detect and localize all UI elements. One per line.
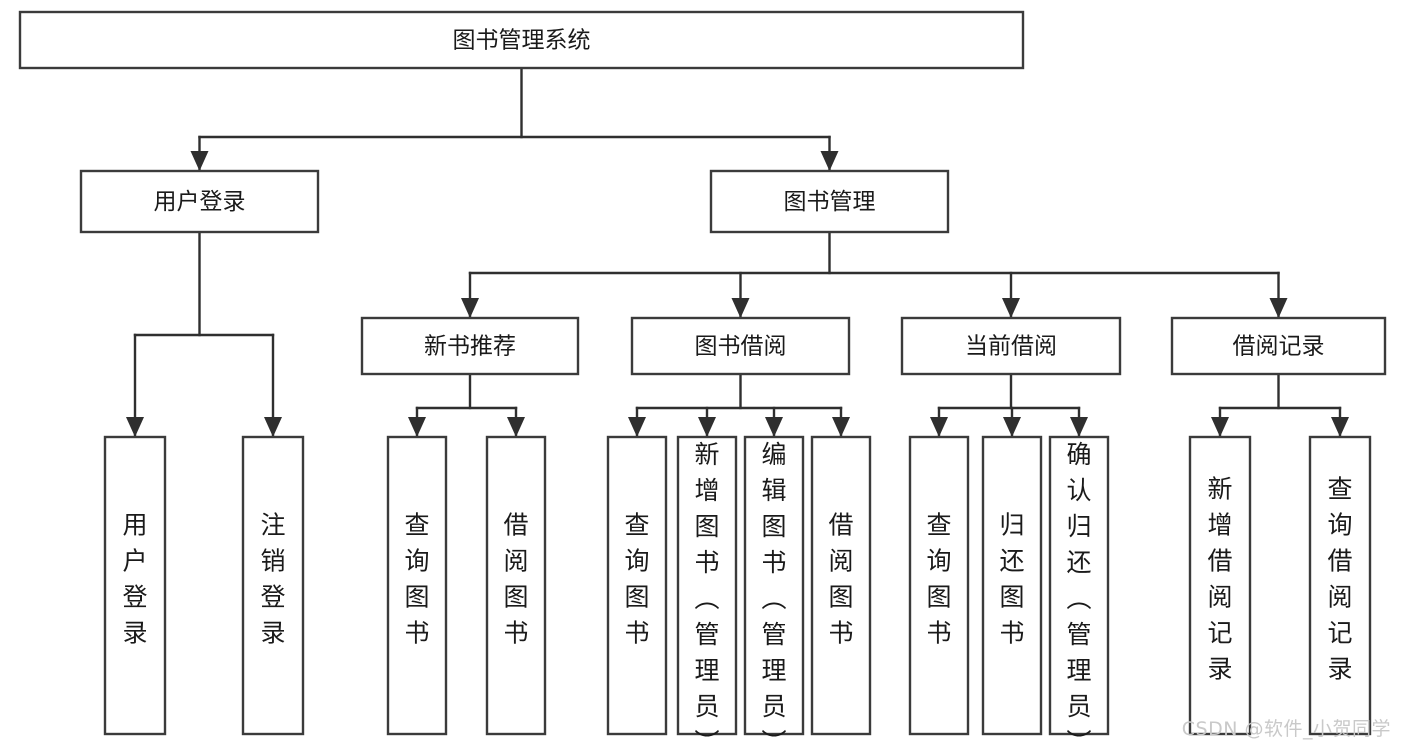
node-box[interactable]: 图书管理系统 [18,10,1025,70]
node-label-vertical: 归还图书 [999,511,1024,648]
node-label-vertical: 注销登录 [260,511,285,648]
node-leaf-return-book[interactable]: 归还图书 [981,435,1043,736]
node-label: 图书管理 [784,189,876,215]
arrow-head-icon-book-management [820,151,839,171]
arrow-head-icon-leaf-add-borrow-record [1211,417,1229,437]
node-box-shape [485,435,547,736]
arrow-head-icon-leaf-return-book [1003,417,1021,437]
node-label-vertical: 查询图书 [404,511,429,648]
node-label: 图书借阅 [695,334,787,360]
node-box-shape [360,316,580,376]
node-box-shape [1188,435,1252,736]
node-box-shape [241,435,305,736]
node-book-management[interactable]: 图书管理 [709,169,950,234]
node-current-borrow[interactable]: 当前借阅 [900,316,1122,376]
node-label-vertical: 新增借阅记录 [1207,475,1232,684]
node-leaf-user-login[interactable]: 用户登录 [103,435,167,736]
node-label-vertical: 借阅图书 [503,511,528,648]
node-box-shape [1170,316,1387,376]
node-label-vertical: 编辑图书︵管理员︶ [761,440,786,747]
node-leaf-borrow-book-2[interactable]: 借阅图书 [810,435,872,736]
node-leaf-query-book-3[interactable]: 查询图书 [908,435,970,736]
node-leaf-logout[interactable]: 注销登录 [241,435,305,736]
node-leaf-add-borrow-record[interactable]: 新增借阅记录 [1188,435,1252,736]
node-box-shape [18,10,1025,70]
node-box-shape [908,435,970,736]
node-label-vertical: 用户登录 [122,511,147,648]
node-label: 用户登录 [154,189,246,215]
node-label-vertical: 借阅图书 [828,511,853,648]
node-leaf-query-book-1[interactable]: 查询图书 [386,435,448,736]
arrow-head-icon-new-book-recommend [461,298,479,318]
arrow-head-icon-leaf-query-book-3 [930,417,948,437]
arrow-head-icon-leaf-query-book-2 [628,417,646,437]
arrow-head-icon-leaf-query-borrow-record [1331,417,1349,437]
node-box-shape [386,435,448,736]
node-box-shape [743,435,805,736]
arrow-head-icon-leaf-query-book-1 [408,417,426,437]
arrow-head-icon-borrow-record [1269,298,1288,318]
node-leaf-confirm-return[interactable]: 确认归还︵管理员︶ [1048,435,1110,747]
node-borrow-record[interactable]: 借阅记录 [1170,316,1387,376]
arrow-head-icon-leaf-logout [264,417,282,437]
node-leaf-query-borrow-record[interactable]: 查询借阅记录 [1308,435,1372,736]
node-label-vertical: 新增图书︵管理员︶ [694,440,719,747]
arrow-head-icon-leaf-borrow-book-1 [507,417,525,437]
arrow-head-icon-book-borrow [731,298,750,318]
node-label-vertical: 查询图书 [624,511,649,648]
csdn-watermark: CSDN @软件_小贺同学 [1181,718,1391,740]
node-label: 图书管理系统 [453,28,591,54]
node-box-shape [79,169,320,234]
node-label: 借阅记录 [1233,334,1325,360]
arrow-head-icon-user-login [190,151,209,171]
arrow-head-icon-leaf-confirm-return [1070,417,1088,437]
node-user-login[interactable]: 用户登录 [79,169,320,234]
node-box-shape [981,435,1043,736]
arrow-head-icon-leaf-borrow-book-2 [832,417,850,437]
node-box-shape [676,435,738,736]
node-leaf-borrow-book-1[interactable]: 借阅图书 [485,435,547,736]
node-box-shape [606,435,668,736]
node-book-borrow[interactable]: 图书借阅 [630,316,851,376]
nodes-layer: 图书管理系统用户登录图书管理新书推荐图书借阅当前借阅借阅记录用户登录注销登录查询… [18,10,1387,747]
node-box-shape [630,316,851,376]
node-label: 新书推荐 [424,334,516,360]
arrow-head-icon-leaf-edit-book [765,417,783,437]
connectors-layer [126,66,1349,437]
node-leaf-edit-book[interactable]: 编辑图书︵管理员︶ [743,435,805,747]
node-box-shape [1048,435,1110,736]
node-box-shape [900,316,1122,376]
arrow-head-icon-leaf-add-book [698,417,716,437]
node-label: 当前借阅 [965,334,1057,360]
node-leaf-query-book-2[interactable]: 查询图书 [606,435,668,736]
arrow-head-icon-current-borrow [1002,298,1020,318]
node-box-shape [1308,435,1372,736]
node-box-shape [810,435,872,736]
node-box-shape [103,435,167,736]
node-box-shape [709,169,950,234]
node-label-vertical: 查询借阅记录 [1327,475,1352,684]
node-label-vertical: 确认归还︵管理员︶ [1066,440,1091,747]
node-label-vertical: 查询图书 [926,511,951,648]
node-leaf-add-book[interactable]: 新增图书︵管理员︶ [676,435,738,747]
arrow-head-icon-leaf-user-login [126,417,144,437]
node-new-book-recommend[interactable]: 新书推荐 [360,316,580,376]
